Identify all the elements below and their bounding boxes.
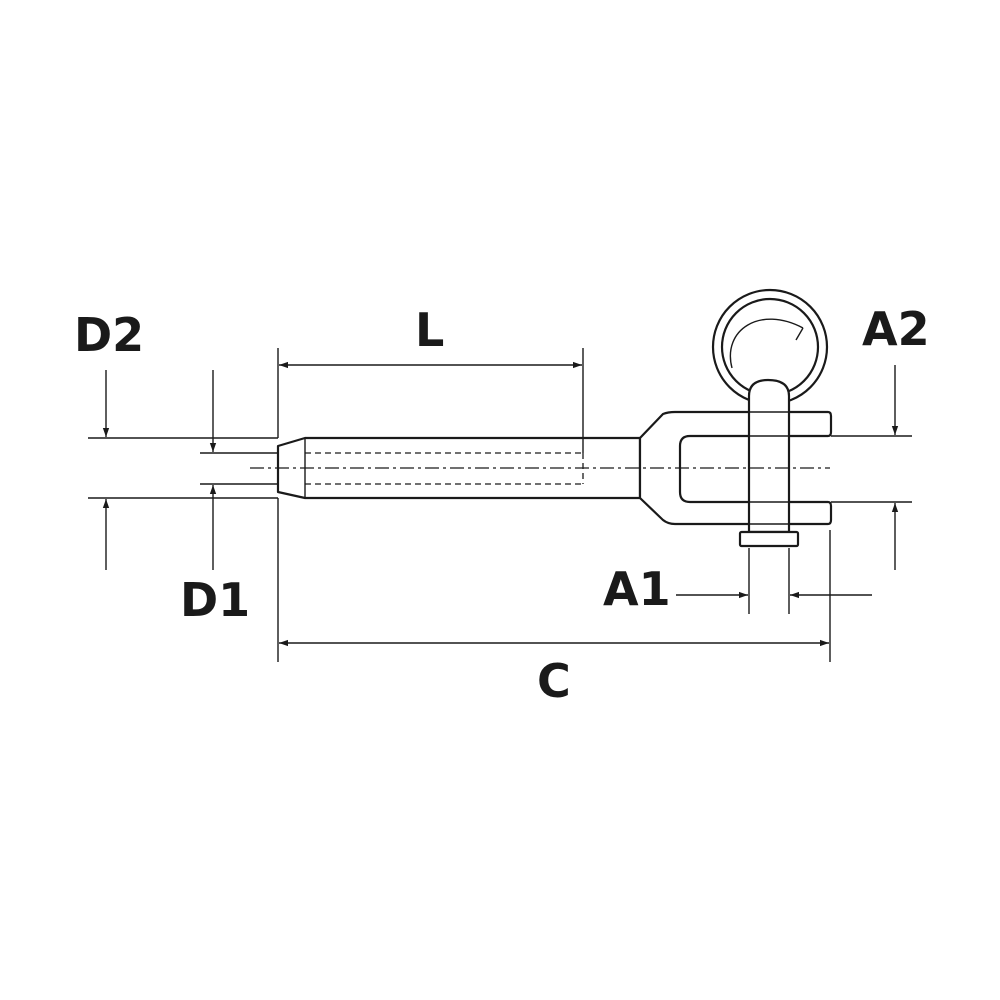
- dimension-d1: [200, 370, 278, 570]
- dimension-c: [277, 498, 831, 662]
- label-l: L: [415, 303, 444, 357]
- label-a1: A1: [603, 562, 671, 616]
- fork-terminal: [250, 288, 833, 548]
- dimension-d2: [88, 370, 278, 570]
- label-c: C: [537, 654, 571, 708]
- label-d2: D2: [74, 308, 144, 362]
- dimension-a1: [676, 548, 872, 614]
- dimension-a2: [831, 365, 912, 570]
- dimensions: [88, 348, 912, 662]
- dimension-l: [277, 348, 584, 453]
- label-d1: D1: [180, 573, 250, 627]
- clevis-pin: [738, 378, 800, 548]
- label-a2: A2: [862, 302, 930, 356]
- split-ring: [711, 288, 829, 406]
